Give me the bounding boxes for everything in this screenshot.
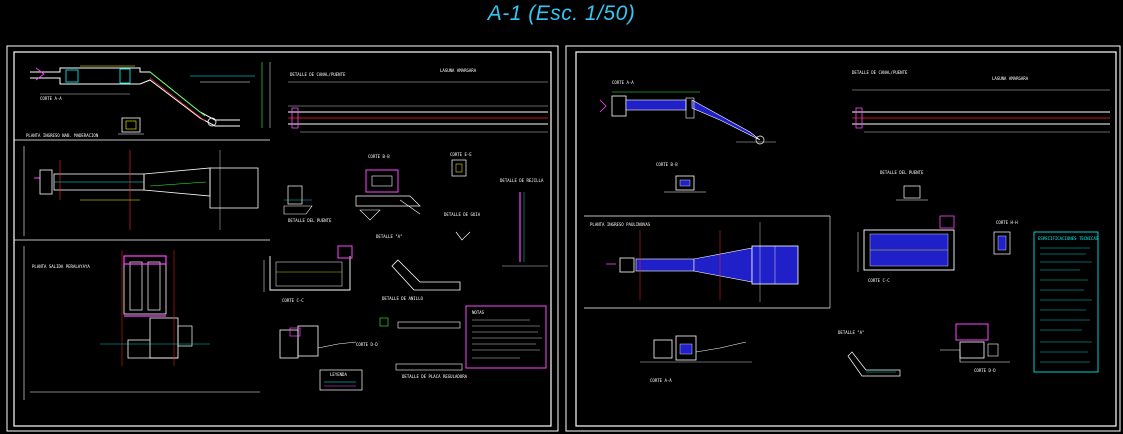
left-detalle-placa bbox=[379, 317, 463, 371]
left-sheet: CORTE A-A PLANTA INGRESO NAB. MADERACION bbox=[6, 45, 559, 432]
right-specs-lines bbox=[1040, 247, 1092, 363]
left-detalle-canal bbox=[288, 81, 548, 133]
left-legend-box bbox=[319, 369, 363, 391]
right-label-corte-dd: CORTE D-D bbox=[974, 368, 996, 373]
right-corte-cc bbox=[857, 215, 955, 272]
right-label-especificaciones: ESPECIFICACIONES TECNICAS bbox=[1038, 236, 1099, 241]
right-label-corte-cc: CORTE C-C bbox=[868, 278, 890, 283]
right-detalle-puente bbox=[896, 185, 928, 201]
left-label-detalle-a: DETALLE "A" bbox=[376, 234, 403, 239]
right-label-corte-bb: CORTE B-B bbox=[656, 162, 678, 167]
right-corte-aa-bottom bbox=[640, 335, 752, 363]
drawing-title: A-1 (Esc. 1/50) bbox=[487, 2, 636, 25]
left-label-leyenda: LEYENDA bbox=[330, 372, 347, 377]
right-label-detalle-a: DETALLE "A" bbox=[838, 330, 865, 335]
left-planta-inicio bbox=[34, 150, 259, 230]
left-corte-ee bbox=[451, 159, 467, 177]
left-label-corte-aa: CORTE A-A bbox=[40, 96, 62, 101]
left-label-detalle-anillo: DETALLE DE ANILLO bbox=[382, 296, 424, 301]
right-detalle-canal bbox=[852, 89, 1110, 133]
left-corte-cc bbox=[263, 245, 353, 292]
left-label-detalle-puente: DETALLE DEL PUENTE bbox=[288, 218, 332, 223]
left-sheet-frame bbox=[6, 45, 559, 432]
left-detalle-a bbox=[391, 259, 461, 291]
left-corte-aa-profile bbox=[30, 62, 271, 128]
right-label-corte-aa-top: CORTE A-A bbox=[612, 80, 634, 85]
left-label-corte-bb: CORTE B-B bbox=[368, 154, 390, 159]
left-planta-salida bbox=[30, 250, 260, 393]
left-corte-bb bbox=[355, 169, 421, 221]
right-sheet-frame bbox=[565, 45, 1121, 432]
left-label-laguna: LAGUNA AMARGARA bbox=[440, 68, 477, 73]
left-label-notas: NOTAS bbox=[472, 310, 485, 315]
left-label-detalle-guia: DETALLE DE GUIA bbox=[444, 212, 481, 217]
right-sheet: CORTE A-A DETALLE DE CANAL/PUENTE LAGUNA… bbox=[565, 45, 1121, 432]
left-notes-lines bbox=[472, 319, 542, 359]
left-label-corte-ee: CORTE E-E bbox=[450, 152, 472, 157]
left-notes-box bbox=[465, 305, 547, 369]
left-label-detalle-placa: DETALLE DE PLACA REGULADORA bbox=[402, 374, 468, 379]
right-label-detalle-puente: DETALLE DEL PUENTE bbox=[880, 170, 924, 175]
left-label-planta-salida: PLANTA SALIDA PERALAYAYA bbox=[32, 264, 90, 269]
right-corte-aa-top bbox=[599, 91, 776, 145]
left-detalle-rejilla bbox=[502, 192, 548, 267]
left-small-section bbox=[118, 117, 144, 135]
right-label-corte-hh: CORTE H-H bbox=[996, 220, 1018, 225]
left-label-corte-dd: CORTE D-D bbox=[356, 342, 378, 347]
right-corte-bb bbox=[664, 175, 706, 193]
left-label-corte-cc: CORTE C-C bbox=[282, 298, 304, 303]
right-planta bbox=[606, 222, 799, 302]
left-detalle-puente bbox=[283, 185, 313, 215]
left-label-detalle-canal: DETALLE DE CANAL/PUENTE bbox=[290, 72, 346, 77]
left-label-detalle-rejilla: DETALLE DE REJILLA bbox=[500, 178, 544, 183]
right-label-laguna: LAGUNA AMARGARA bbox=[992, 76, 1029, 81]
right-detalle-a bbox=[847, 351, 901, 377]
right-label-detalle-canal: DETALLE DE CANAL/PUENTE bbox=[852, 70, 908, 75]
right-corte-dd bbox=[940, 323, 1010, 363]
left-sheet-inner-frame bbox=[13, 51, 552, 427]
right-sheet-inner-frame bbox=[575, 51, 1117, 427]
left-corte-dd bbox=[279, 325, 357, 359]
right-label-planta: PLANTA INGRESO PAULINOVAS bbox=[590, 222, 651, 227]
left-detalle-guia-shape bbox=[455, 231, 471, 241]
left-label-planta-inicio: PLANTA INGRESO NAB. MADERACION bbox=[26, 133, 99, 138]
right-corte-hh bbox=[993, 231, 1011, 255]
right-specs-box bbox=[1033, 231, 1099, 373]
right-label-corte-aa-bottom: CORTE A-A bbox=[650, 378, 672, 383]
